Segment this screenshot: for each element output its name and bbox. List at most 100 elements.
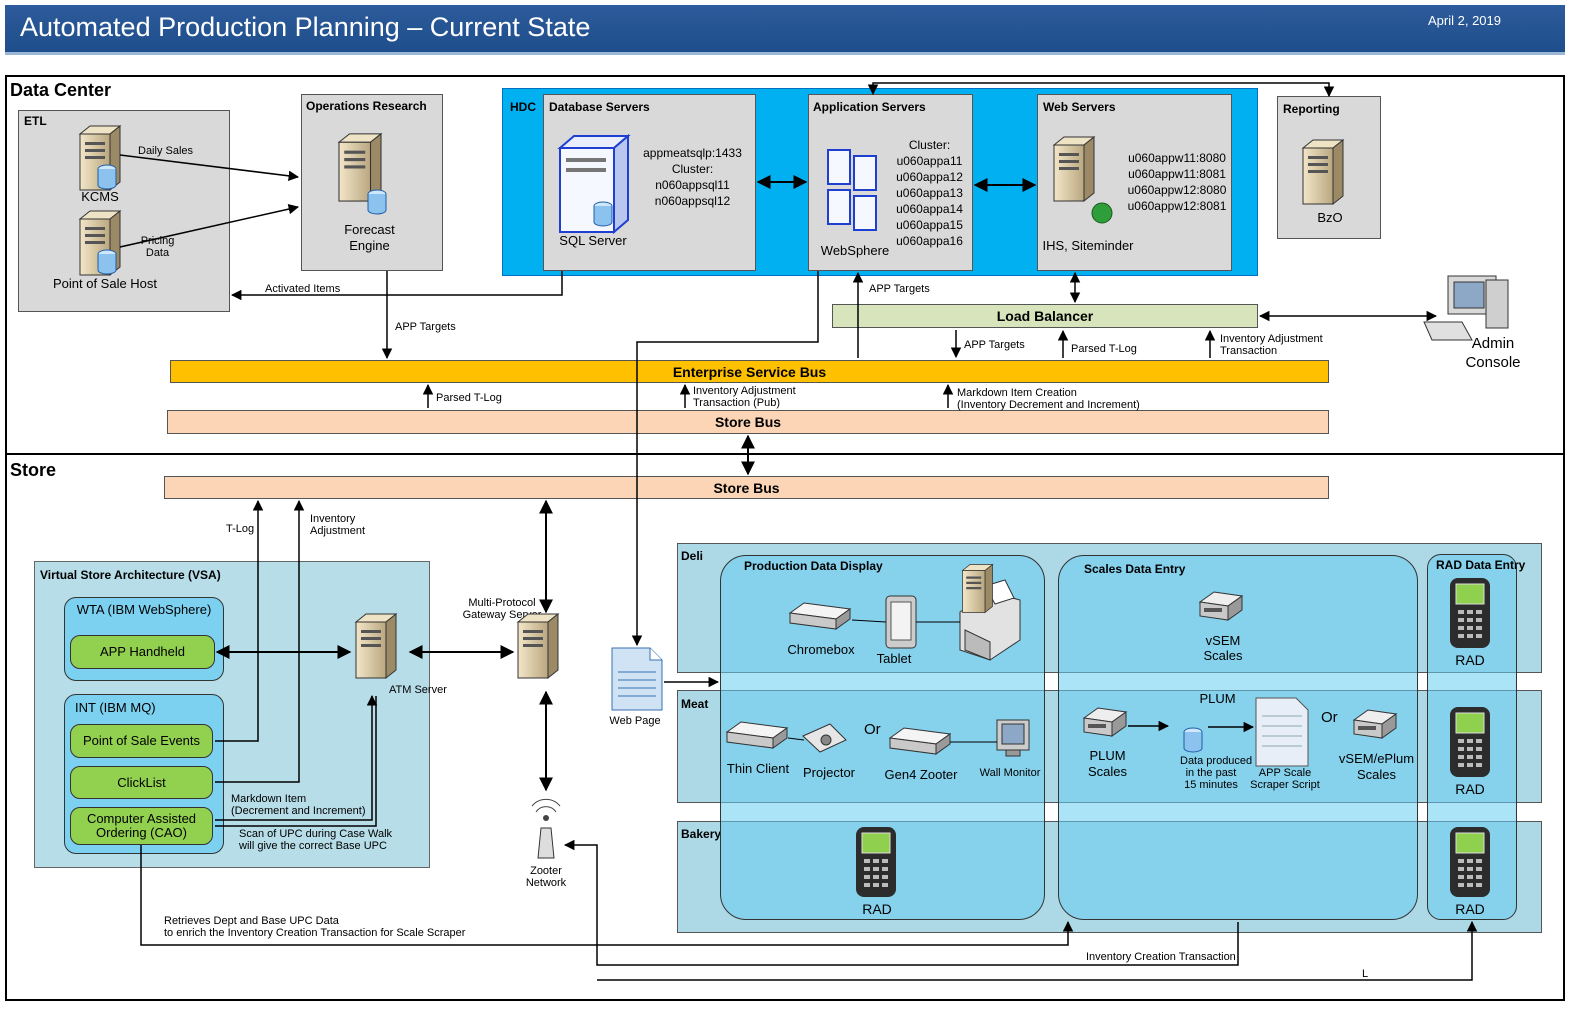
wta-label: WTA (IBM WebSphere) — [76, 602, 212, 617]
vsem-eplum-label: vSEM/ePlum Scales — [1338, 751, 1415, 782]
app-handheld-node: APP Handheld — [70, 635, 215, 669]
app-servers-info: Cluster: u060appa11 u060appa12 u060appa1… — [896, 138, 963, 248]
projector-label: Projector — [802, 765, 856, 780]
data-center-label: Data Center — [10, 80, 112, 100]
plum-server-icon — [962, 564, 993, 613]
retrieves-label: Retrieves Dept and Base UPC Data to enri… — [164, 915, 466, 939]
admin-console-label: Admin Console — [1465, 335, 1521, 371]
app-targets-ops-label: APP Targets — [395, 321, 456, 333]
reporting-title: Reporting — [1283, 102, 1340, 116]
bakery-label: Bakery — [681, 827, 722, 841]
projector-icon — [802, 723, 847, 753]
plum-scale-icon — [1083, 707, 1127, 737]
rad-meat-label: RAD — [1455, 781, 1485, 797]
sql-server-label: SQL Server — [559, 233, 627, 248]
gen4-zooter-label: Gen4 Zooter — [884, 767, 958, 782]
websphere-cluster-icon — [827, 149, 877, 231]
store-bus-store: Store Bus — [164, 476, 1329, 499]
websphere-label: WebSphere — [820, 243, 890, 258]
int-label: INT (IBM MQ) — [75, 700, 156, 715]
web-server-icon — [1053, 136, 1095, 202]
wall-monitor-icon — [996, 719, 1030, 757]
gen4-zooter-icon — [889, 727, 951, 755]
chromebox-icon — [789, 602, 851, 630]
web-servers-info: u060appw11:8080 u060appw11:8081 u060appw… — [1127, 151, 1227, 213]
web-servers-title: Web Servers — [1043, 100, 1116, 114]
rad-bakery-entry-label: RAD — [1455, 901, 1485, 917]
parsed-tlog-sb-label: Parsed T-Log — [436, 392, 502, 404]
inv-adj-pub-label: Inventory Adjustment Transaction (Pub) — [693, 385, 796, 409]
pos-host-db-icon — [97, 249, 117, 275]
tablet-icon — [885, 595, 917, 649]
web-page-icon — [611, 647, 663, 711]
clicklist-node: ClickList — [70, 766, 213, 799]
meat-label: Meat — [681, 697, 709, 711]
pos-host-label: Point of Sale Host — [52, 276, 158, 291]
sql-server-icon — [557, 133, 631, 235]
app-targets-app-label: APP Targets — [869, 283, 930, 295]
rad-bakery-entry-icon — [1449, 826, 1491, 898]
ihs-siteminder-label: IHS, Siteminder — [1042, 238, 1134, 253]
zooter-antenna-icon — [531, 798, 561, 859]
vsem-scale-icon — [1199, 591, 1243, 621]
production-display-title: Production Data Display — [744, 559, 883, 573]
or-label-scales: Or — [1321, 709, 1338, 726]
chromebox-label: Chromebox — [787, 642, 855, 657]
inv-creation-label: Inventory Creation Transaction — [1086, 951, 1236, 963]
rad-bakery-label: RAD — [862, 901, 892, 917]
rad-entry-title: RAD Data Entry — [1436, 558, 1526, 572]
admin-console-icon — [1423, 275, 1509, 341]
scraper-script-icon — [1255, 697, 1309, 767]
page-title: Automated Production Planning – Current … — [20, 12, 591, 42]
app-targets-lb-label: APP Targets — [964, 339, 1025, 351]
rad-deli-icon — [1449, 577, 1491, 649]
web-page-label: Web Page — [609, 715, 661, 727]
store-label: Store — [10, 460, 57, 480]
etl-title: ETL — [24, 114, 47, 128]
db-servers-info: appmeatsqlp:1433 Cluster: n060appsql11 n… — [643, 146, 742, 208]
cao-node: Computer Assisted Ordering (CAO) — [70, 807, 213, 845]
wall-monitor-label: Wall Monitor — [979, 767, 1041, 779]
store-frame — [5, 453, 1565, 1001]
rad-deli-label: RAD — [1455, 652, 1485, 668]
scraper-script-label: APP Scale Scraper Script — [1250, 767, 1320, 791]
pos-events-node: Point of Sale Events — [70, 724, 213, 758]
scales-data-title: Scales Data Entry — [1084, 562, 1186, 576]
tlog-label: T-Log — [226, 523, 255, 535]
load-balancer: Load Balancer — [832, 304, 1258, 328]
mpgs-server-icon — [517, 613, 559, 679]
thin-client-label: Thin Client — [726, 761, 790, 776]
pricing-data-label: Pricing Data — [140, 235, 175, 259]
ops-research-title: Operations Research — [306, 99, 427, 113]
sql-db-icon — [593, 201, 613, 227]
vsem-eplum-scale-icon — [1353, 709, 1397, 739]
atm-server-icon — [355, 613, 397, 679]
tablet-label: Tablet — [876, 651, 912, 666]
bzo-server-icon — [1302, 139, 1344, 205]
rad-meat-icon — [1449, 706, 1491, 778]
markdown-creation-label: Markdown Item Creation (Inventory Decrem… — [957, 387, 1140, 411]
enterprise-service-bus: Enterprise Service Bus — [170, 360, 1329, 383]
kcms-db-icon — [97, 164, 117, 190]
scan-upc-label: Scan of UPC during Case Walk will give t… — [239, 828, 393, 852]
forecast-db-icon — [367, 189, 387, 215]
atm-server-label: ATM Server — [389, 684, 447, 696]
deli-label: Deli — [681, 549, 704, 563]
inv-adj-lb-label: Inventory Adjustment Transaction — [1220, 333, 1323, 357]
thin-client-icon — [726, 721, 788, 749]
bzo-label: BzO — [1317, 210, 1343, 225]
db-servers-title: Database Servers — [549, 100, 650, 114]
kcms-label: KCMS — [81, 189, 119, 204]
globe-icon — [1091, 202, 1113, 224]
plum-label: PLUM — [1199, 691, 1236, 706]
or-label-meat: Or — [864, 721, 881, 738]
parsed-tlog-lb-label: Parsed T-Log — [1071, 343, 1137, 355]
daily-sales-label: Daily Sales — [138, 145, 194, 157]
vsem-scales-label: vSEM Scales — [1203, 633, 1243, 663]
store-bus-dc: Store Bus — [167, 410, 1329, 434]
hdc-title: HDC — [510, 100, 536, 114]
activated-items-label: Activated Items — [265, 283, 341, 295]
forecast-engine-label: Forecast Engine — [344, 222, 395, 253]
plum-scales-label: PLUM Scales — [1087, 748, 1128, 779]
